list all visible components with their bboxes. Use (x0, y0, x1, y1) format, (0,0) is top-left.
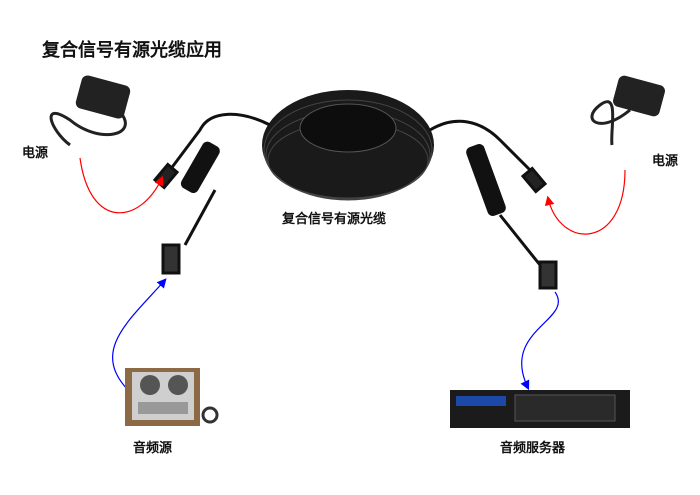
tape-recorder-icon (125, 368, 219, 426)
cable-coil (262, 90, 434, 201)
audio-server-label: 音频服务器 (500, 441, 566, 456)
power-arrow-right (544, 169, 626, 235)
audio-server-icon (450, 390, 630, 428)
power-arrow-left (79, 157, 164, 214)
signal-arrow-left (112, 278, 167, 391)
audio-source-label: 音频源 (133, 441, 173, 456)
power-adapter-right-icon (590, 75, 665, 146)
right-converter (429, 119, 558, 290)
power-right-label: 电源 (652, 154, 679, 169)
left-converter (152, 112, 271, 275)
power-left-label: 电源 (22, 146, 49, 161)
signal-arrow-right (520, 291, 559, 391)
page-title: 复合信号有源光缆应用 (42, 40, 222, 61)
cable-label: 复合信号有源光缆 (282, 212, 387, 227)
power-adapter-left-icon (49, 75, 131, 147)
